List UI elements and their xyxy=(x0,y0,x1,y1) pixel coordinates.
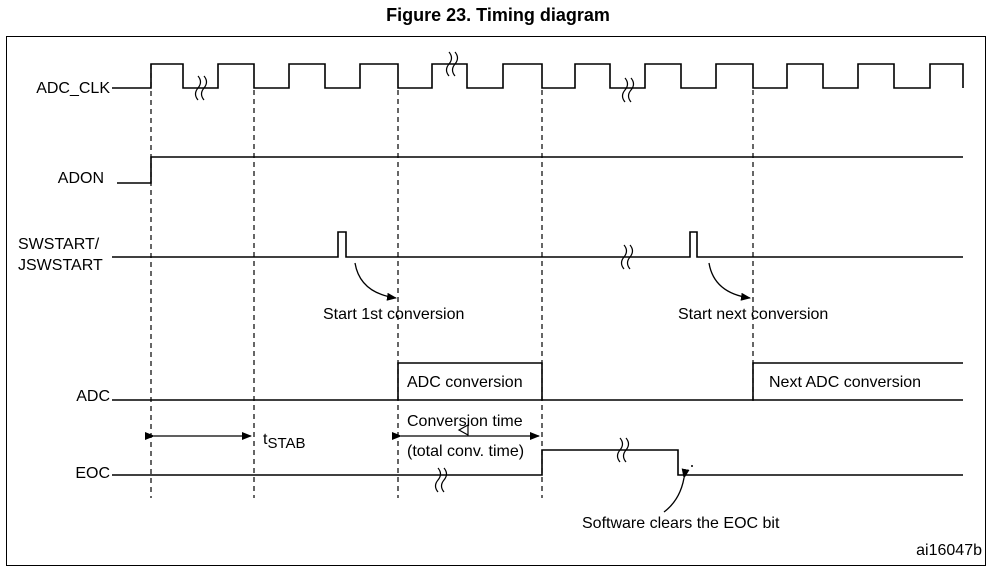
signal-label-adc-clk: ADC_CLK xyxy=(36,80,110,97)
tstab-subscript: STAB xyxy=(267,435,305,452)
diagram-frame xyxy=(6,36,986,566)
signal-label-swstart: SWSTART/ xyxy=(18,236,100,253)
swstart-waveform xyxy=(112,231,963,258)
start-next-label: Start next conversion xyxy=(678,306,828,323)
conversion-time-label: Conversion time xyxy=(407,413,523,430)
adc-waveform xyxy=(112,362,963,401)
software-clears-arrow xyxy=(663,468,690,513)
break-mark-icon xyxy=(434,437,630,493)
break-mark-icon xyxy=(620,244,634,270)
tstab-label: tSTAB xyxy=(263,431,306,452)
software-clears-label: Software clears the EOC bit xyxy=(582,515,780,532)
tstab-main: t xyxy=(263,431,268,448)
signal-label-adc: ADC xyxy=(76,388,110,405)
adc-clk-waveform xyxy=(112,63,964,89)
eoc-dot xyxy=(691,465,693,467)
eoc-waveform xyxy=(112,449,963,476)
dashed-reference-lines xyxy=(150,64,754,498)
signal-label-adon: ADON xyxy=(58,170,104,187)
signal-label-eoc: EOC xyxy=(75,465,110,482)
start-first-arrow xyxy=(354,262,397,301)
next-adc-conversion-label: Next ADC conversion xyxy=(769,374,921,391)
break-mark-icon xyxy=(194,51,635,103)
start-next-arrow xyxy=(708,262,751,301)
total-conv-time-label: (total conv. time) xyxy=(407,443,524,460)
adon-waveform xyxy=(117,156,963,184)
adc-conversion-label: ADC conversion xyxy=(407,374,523,391)
start-first-label: Start 1st conversion xyxy=(323,306,464,323)
signal-label-jswstart: JSWSTART xyxy=(18,257,103,274)
figure-id-code: ai16047b xyxy=(916,542,982,559)
figure-title: Figure 23. Timing diagram xyxy=(386,5,610,25)
